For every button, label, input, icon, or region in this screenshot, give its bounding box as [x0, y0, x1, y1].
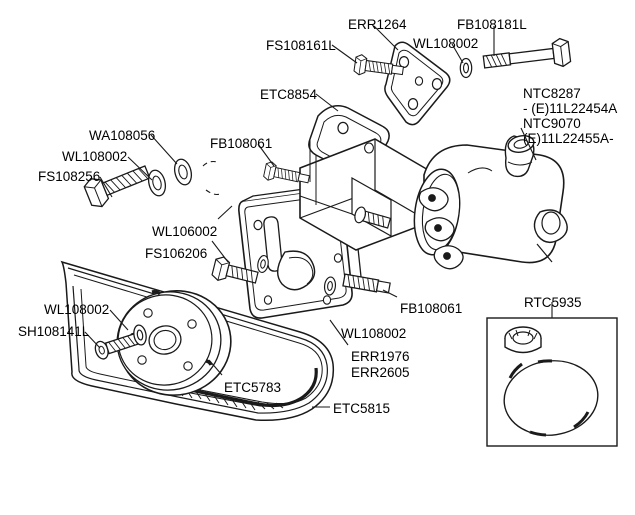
leader-etc5783 [208, 359, 223, 376]
part-label-ntc9070: NTC9070 [523, 116, 581, 131]
part-label-err1264: ERR1264 [348, 17, 407, 32]
part-label-fs108256: FS108256 [38, 169, 100, 184]
bolt-sh108141l [94, 332, 139, 360]
bolt-fb108061-lower [342, 273, 391, 294]
leader-wl108002-a [451, 43, 464, 64]
leader-fs108161l [331, 44, 358, 64]
part-label-wl108002-b: WL108002 [62, 149, 127, 164]
leader-fs106206 [211, 240, 229, 263]
part-label-fb108061-b: FB108061 [400, 301, 462, 316]
part-label-fb108061-a: FB108061 [210, 136, 272, 151]
leader-fb108061-a [257, 143, 275, 167]
bracket-err1264 [384, 41, 451, 126]
part-label-wl108002-a: WL108002 [413, 36, 478, 51]
leader-err1264 [373, 25, 399, 51]
part-label-ntc8287: NTC8287 [523, 86, 581, 101]
inset-gasket-ring [503, 359, 599, 437]
bolt-fb108181l [482, 37, 572, 69]
bolt-plate-right [354, 206, 392, 229]
part-label-sh108141l: SH108141L [18, 324, 90, 339]
leader-wl106002 [217, 205, 233, 220]
part-label-wl108002-d: WL108002 [341, 326, 406, 341]
pulley-etc5783 [116, 290, 232, 396]
part-label-fs106206: FS106206 [145, 246, 207, 261]
leader-fs108256 [99, 176, 113, 198]
part-label-wa108056: WA108056 [89, 128, 155, 143]
leader-wl108002-c [109, 309, 129, 331]
part-label-etc5783: ETC5783 [224, 380, 281, 395]
part-label-e11l22454a: - (E)11L22454A [523, 101, 617, 116]
part-label-e11l22455a: (E)11L22455A- [523, 131, 614, 146]
leader-fb108061-b [382, 289, 398, 298]
leader-etc8854 [315, 93, 339, 112]
bolt-fs108256 [83, 165, 151, 208]
wiper-motor-body [413, 135, 568, 270]
washer-wa108056 [173, 158, 193, 186]
washer-wl108002-left [147, 169, 167, 197]
bolt-fs106206 [211, 256, 259, 284]
leader-err-block [329, 319, 349, 346]
part-label-etc8854: ETC8854 [260, 87, 318, 102]
part-label-err1976: ERR1976 [351, 349, 410, 364]
alignment-guide [202, 160, 221, 196]
part-label-wl106002: WL106002 [152, 224, 217, 239]
part-label-etc5815: ETC5815 [333, 401, 390, 416]
leader-sh108141l [84, 331, 101, 349]
part-label-err2605: ERR2605 [351, 365, 410, 380]
bracket-etc8854 [299, 105, 431, 251]
inset-nut [504, 326, 542, 354]
part-label-rtc5935: RTC5935 [524, 295, 582, 310]
rtc5935-inset-box [486, 317, 618, 447]
part-label-wl108002-c: WL108002 [44, 302, 109, 317]
part-label-fb108181l: FB108181L [457, 17, 527, 32]
leader-wl108002-b [127, 156, 153, 181]
leader-lines [84, 25, 553, 408]
leader-wa108056 [150, 134, 178, 165]
leader-ntc-block [520, 127, 537, 161]
part-label-fs108161l: FS108161L [266, 38, 336, 53]
